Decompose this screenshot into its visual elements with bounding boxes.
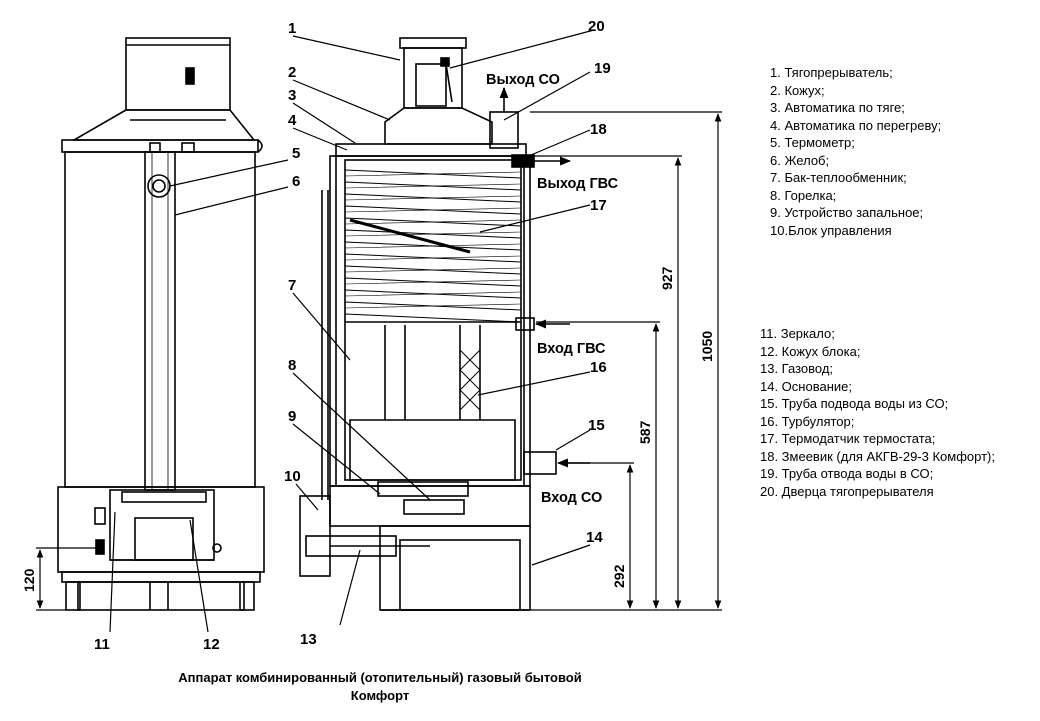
callout-9: 9 [288,408,296,425]
legend-item: 16. Турбулятор; [760,413,855,429]
legend-item: 6. Желоб; [770,152,830,168]
callout-19: 19 [594,60,611,77]
label-dhw-in: Вход ГВС [537,341,606,357]
label-co-out: Выход СО [486,72,560,88]
legend-item: 4. Автоматика по перегреву; [770,117,942,133]
callout-12: 12 [203,636,220,653]
dim-120: 120 [21,568,37,592]
section-view [299,37,557,611]
callout-11: 11 [94,636,110,653]
legend-item: 19. Труба отвода воды в СО; [760,466,934,481]
legend-item: 17. Термодатчик термостата; [760,431,936,446]
callout-8: 8 [288,357,296,374]
callout-10: 10 [284,468,301,485]
dim-1050: 1050 [699,331,715,362]
dimension-lines [36,111,722,611]
callout-3: 3 [288,87,296,104]
label-dhw-out: Выход ГВС [537,176,619,192]
legend-item: 9. Устройство запальное; [770,205,924,220]
legend-item: 1. Тягопрерыватель; [770,65,893,80]
legend-item: 5. Термометр; [770,135,855,150]
callout-numbers: 1 2 3 4 5 6 7 8 9 10 11 12 13 14 15 16 1… [94,18,611,653]
legend-item: 13. Газовод; [760,361,834,376]
legend-bottom: 11. Зеркало; 12. Кожух блока; 13. Газово… [760,325,995,500]
legend-item: 8. Горелка; [770,187,837,203]
callout-2: 2 [288,64,296,81]
caption-line-1: Аппарат комбинированный (отопительный) г… [178,670,582,685]
legend-item: 7. Бак-теплообменник; [770,170,907,185]
legend-item: 11. Зеркало; [760,326,835,341]
legend-item: 3. Автоматика по тяге; [770,100,905,115]
callout-7: 7 [288,277,296,294]
callout-16: 16 [590,359,607,376]
legend-item: 12. Кожух блока; [760,343,861,359]
callout-15: 15 [588,417,605,434]
flow-labels: Выход СО Выход ГВС Вход ГВС Вход СО [486,72,619,506]
legend-item: 14. Основание; [760,378,852,394]
callout-6: 6 [292,173,300,190]
callout-20: 20 [588,18,605,35]
callout-13: 13 [300,631,317,648]
label-co-in: Вход СО [541,490,602,506]
legend-item: 2. Кожух; [770,82,825,98]
callout-4: 4 [288,112,297,129]
legend-top: 1. Тягопрерыватель; 2. Кожух; 3. Автомат… [770,64,941,239]
dimension-labels: 927 1050 587 292 120 [21,266,715,592]
callout-14: 14 [586,529,603,546]
callout-18: 18 [590,121,607,138]
caption-line-2: Комфорт [350,688,410,703]
legend-item: 10.Блок управления [770,222,892,238]
dim-292: 292 [611,564,627,588]
legend-item: 18. Змеевик (для АКГВ-29-3 Комфорт); [760,448,995,464]
callout-leaders [109,29,595,633]
legend-item: 20. Дверца тягопрерывателя [760,483,934,499]
dim-587: 587 [637,420,653,444]
callout-1: 1 [288,20,296,37]
front-view [57,37,265,611]
callout-5: 5 [292,145,300,162]
dim-927: 927 [659,266,675,290]
callout-17: 17 [590,197,607,214]
legend-item: 15. Труба подвода воды из СО; [760,396,949,411]
